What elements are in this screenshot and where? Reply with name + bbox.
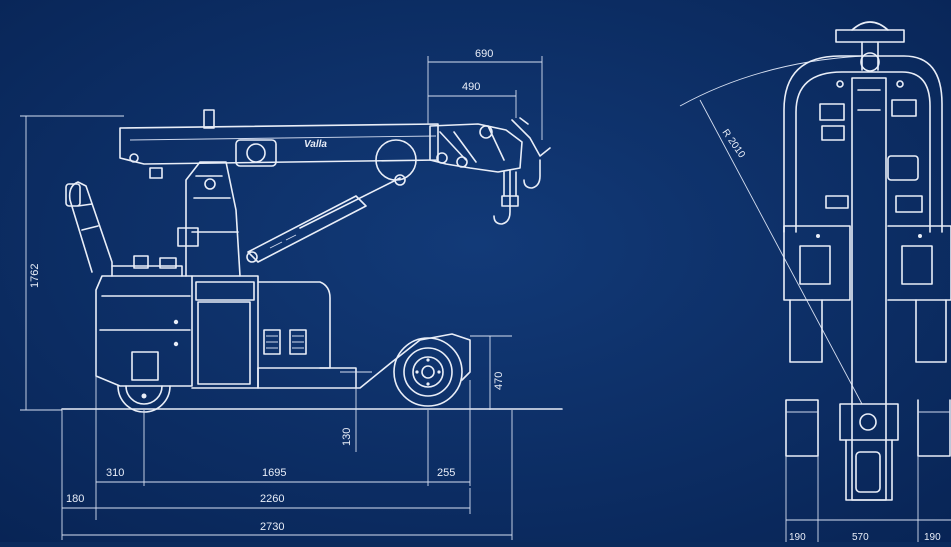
dim-length-total: 2730 [260,521,284,533]
dim-width-center: 570 [852,532,869,542]
dim-ground-clearance: 130 [341,428,353,446]
dim-jib-overhang-inner: 490 [462,81,480,93]
dim-front-overhang: 255 [437,467,455,479]
dim-length-mid: 2260 [260,493,284,505]
dim-jib-overhang-outer: 690 [475,48,493,60]
dim-rear-overhang: 310 [106,467,124,479]
side-view-crane: Valla [61,109,563,413]
front-wheel [393,337,463,407]
dim-width-left: 190 [789,532,806,542]
chassis [65,161,471,389]
hydraulic-cylinder [246,177,401,263]
side-view-dimensions: 1762 690 490 470 130 310 1695 255 180 [20,48,543,540]
brand-label: Valla [304,139,327,150]
dim-wheel-height: 470 [493,372,505,390]
radius-arc [679,55,863,107]
dim-base-length: 180 [66,493,84,505]
front-view-dimensions: 190 570 190 [785,456,951,543]
dim-overall-height: 1762 [29,264,41,288]
jib-head [429,117,551,225]
boom: Valla [119,109,439,186]
dim-wheelbase: 1695 [262,467,286,479]
dim-width-right: 190 [924,532,941,542]
